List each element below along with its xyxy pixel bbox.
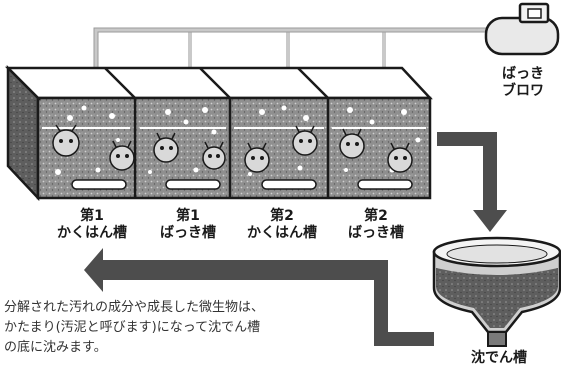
microbe-icons (52, 124, 413, 173)
blower-icon (484, 2, 560, 56)
settling-tank-label: 沈でん槽 (458, 350, 540, 367)
tank-label-4: 第2 ばっき槽 (336, 208, 416, 242)
tank-label-2-number: 第1 (176, 208, 200, 224)
blower-label-line1: ばっき (502, 66, 544, 82)
tank-label-3: 第2 かくはん槽 (236, 208, 328, 242)
caption-line-1: 分解された汚れの成分や成長した微生物は、 (4, 300, 265, 315)
tank-label-4-name: ばっき槽 (348, 225, 404, 241)
blower-label: ばっき ブロワ (490, 66, 556, 100)
tank-label-1-number: 第1 (80, 208, 104, 224)
caption-line-2: かたまり(汚泥と呼びます)になって沈でん槽 (4, 320, 261, 335)
tank-label-1-name: かくはん槽 (57, 225, 127, 241)
return-arrow (84, 248, 434, 346)
aeration-tanks (4, 64, 433, 202)
tank-label-2: 第1 ばっき槽 (148, 208, 228, 242)
tank-label-2-name: ばっき槽 (160, 225, 216, 241)
settling-tank-label-text: 沈でん槽 (471, 350, 527, 366)
tank-label-3-number: 第2 (270, 208, 294, 224)
blower-label-line2: ブロワ (502, 83, 544, 99)
outlet-arrow (437, 132, 507, 232)
caption-line-3: の底に沈みます。 (4, 340, 107, 355)
tank-label-3-name: かくはん槽 (247, 225, 317, 241)
tank-label-1: 第1 かくはん槽 (48, 208, 136, 242)
settling-tank-icon (432, 236, 561, 347)
caption-text: 分解された汚れの成分や成長した微生物は、 かたまり(汚泥と呼びます)になって沈で… (4, 298, 384, 358)
tank-label-4-number: 第2 (364, 208, 388, 224)
